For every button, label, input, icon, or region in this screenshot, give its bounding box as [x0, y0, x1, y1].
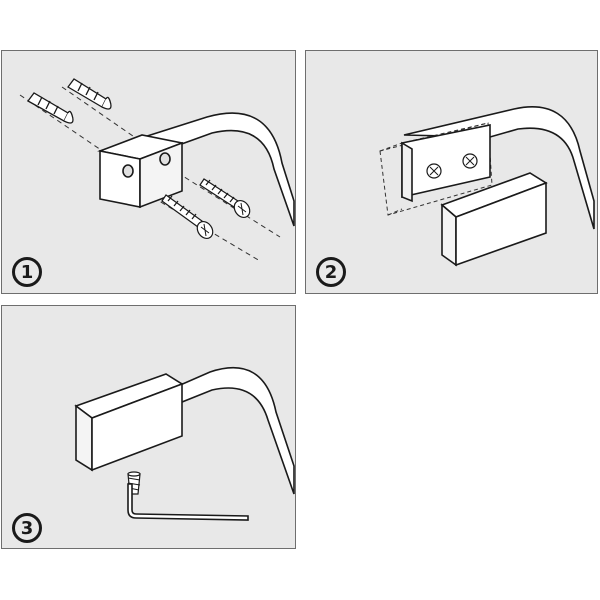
wall-anchor-left — [27, 92, 74, 124]
step-number-badge: 2 — [316, 257, 346, 287]
step-2-panel: 2 — [305, 50, 598, 294]
step-number-badge: 1 — [12, 257, 42, 287]
cover-block — [74, 373, 184, 472]
cover-block — [440, 172, 548, 267]
screw-upper — [199, 178, 251, 218]
wall-anchor-right — [67, 78, 112, 110]
towel-bar-rod — [403, 106, 595, 230]
step-3-illustration — [74, 367, 295, 521]
step-3-panel: 3 — [1, 305, 296, 549]
step-1-illustration — [19, 78, 295, 262]
mounting-bracket — [401, 124, 491, 203]
step-number-badge: 3 — [12, 513, 42, 543]
screw-lower — [161, 194, 214, 239]
screw-head-left — [426, 163, 442, 179]
hex-key — [127, 483, 249, 521]
step-1-panel: 1 — [1, 50, 296, 294]
towel-bar-rod — [177, 367, 295, 495]
screw-head-right — [462, 153, 478, 169]
mounting-bracket — [97, 134, 185, 209]
step-2-illustration — [379, 106, 595, 267]
